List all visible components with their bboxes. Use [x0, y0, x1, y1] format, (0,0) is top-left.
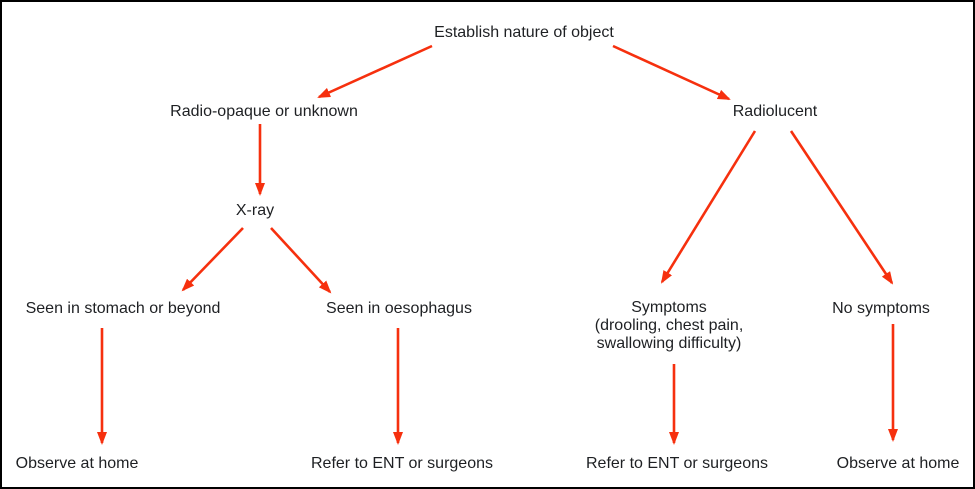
node-seen-in-stomach-or-beyond: Seen in stomach or beyond [25, 300, 221, 317]
symptoms-line-2: (drooling, chest pain, [594, 317, 744, 334]
node-radiolucent: Radiolucent [732, 103, 818, 120]
symptoms-line-3: swallowing difficulty) [596, 335, 742, 352]
arrow-radiolucent-to-no-symptoms [789, 130, 894, 285]
symptoms-line-1: Symptoms [631, 299, 707, 316]
node-establish-nature-of-object: Establish nature of object [434, 24, 614, 41]
node-xray: X-ray [235, 202, 275, 219]
node-seen-in-oesophagus: Seen in oesophagus [326, 300, 472, 317]
arrow-xray-to-oesophagus [270, 227, 332, 294]
node-symptoms: Symptoms (drooling, chest pain, swallowi… [595, 299, 744, 353]
node-refer-to-ent-right: Refer to ENT or surgeons [585, 455, 769, 472]
node-no-symptoms: No symptoms [832, 300, 930, 317]
node-refer-to-ent-left: Refer to ENT or surgeons [310, 455, 494, 472]
node-radio-opaque-or-unknown: Radio-opaque or unknown [170, 103, 358, 120]
node-observe-at-home-right: Observe at home [836, 455, 960, 472]
arrow-establish-to-radio-opaque [317, 44, 433, 99]
arrow-xray-to-stomach [181, 227, 244, 292]
arrow-radiolucent-to-symptoms [660, 130, 757, 284]
node-observe-at-home-left: Observe at home [15, 455, 139, 472]
arrow-establish-to-radiolucent [612, 44, 731, 101]
